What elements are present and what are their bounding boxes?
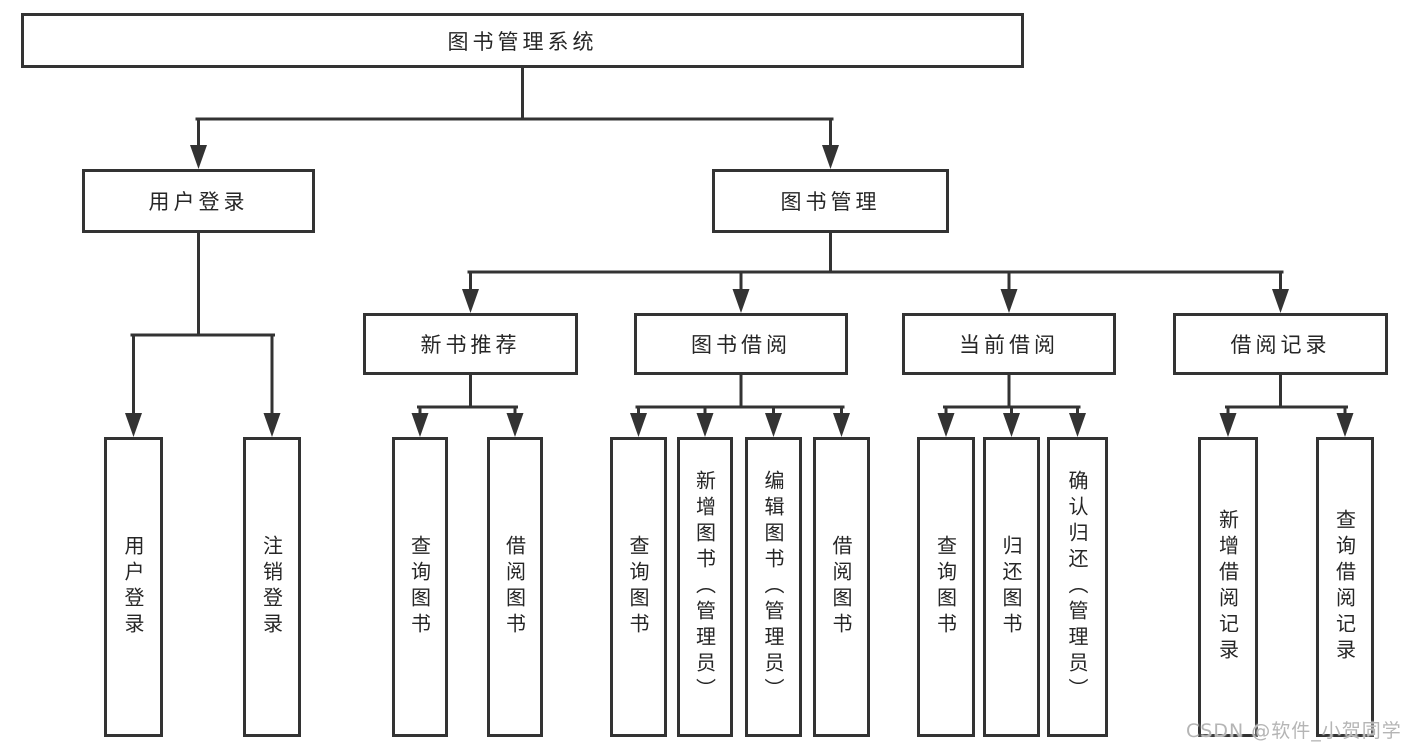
leaf-user-login: 用户登录 xyxy=(104,437,163,737)
node-book-borrowing: 图书借阅 xyxy=(634,313,848,375)
leaf-add-borrow-record: 新增借阅记录 xyxy=(1198,437,1258,737)
leaf-add-books-admin: 新增图书（管理员） xyxy=(677,437,733,737)
leaf-query-books-recommend: 查询图书 xyxy=(392,437,448,737)
leaf-borrow-books: 借阅图书 xyxy=(813,437,870,737)
node-new-book-recommend: 新书推荐 xyxy=(363,313,578,375)
leaf-confirm-return-admin: 确认归还（管理员） xyxy=(1047,437,1108,737)
leaf-query-books-borrow: 查询图书 xyxy=(610,437,667,737)
leaf-query-books-current: 查询图书 xyxy=(917,437,975,737)
leaf-return-books: 归还图书 xyxy=(983,437,1040,737)
leaf-query-borrow-record: 查询借阅记录 xyxy=(1316,437,1374,737)
leaf-borrow-books-recommend: 借阅图书 xyxy=(487,437,543,737)
leaf-logout: 注销登录 xyxy=(243,437,301,737)
node-current-borrowing: 当前借阅 xyxy=(902,313,1116,375)
node-borrowing-records: 借阅记录 xyxy=(1173,313,1388,375)
node-book-management: 图书管理 xyxy=(712,169,949,233)
csdn-watermark: CSDN @软件_小贺同学 xyxy=(1186,720,1402,742)
node-root-library-system: 图书管理系统 xyxy=(21,13,1024,68)
leaf-edit-books-admin: 编辑图书（管理员） xyxy=(745,437,802,737)
node-user-login: 用户登录 xyxy=(82,169,315,233)
